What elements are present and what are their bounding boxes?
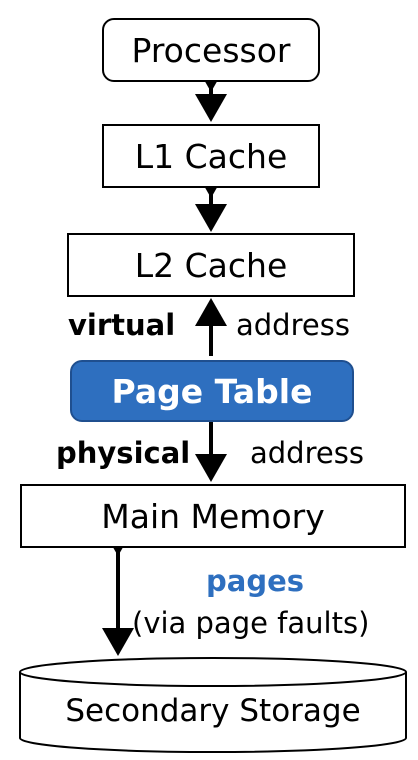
physical-label: physical	[56, 436, 191, 470]
pages-label: pages	[206, 564, 305, 598]
main-memory-label: Main Memory	[101, 496, 325, 536]
l1-cache-label: L1 Cache	[134, 136, 288, 176]
page-table-node: Page Table	[70, 360, 354, 422]
l1-cache-node: L1 Cache	[102, 124, 320, 188]
secondary-storage-node: Secondary Storage	[20, 684, 406, 738]
processor-label: Processor	[131, 30, 291, 70]
page-table-label: Page Table	[111, 371, 313, 411]
physical-address-label: address	[250, 436, 364, 470]
virtual-address-label: address	[236, 308, 350, 342]
via-page-faults-label: (via page faults)	[132, 606, 370, 640]
secondary-storage-label: Secondary Storage	[65, 693, 361, 729]
processor-node: Processor	[102, 18, 320, 82]
virtual-label: virtual	[68, 308, 176, 342]
main-memory-node: Main Memory	[20, 484, 406, 548]
l2-cache-node: L2 Cache	[67, 233, 355, 297]
l2-cache-label: L2 Cache	[134, 245, 288, 285]
